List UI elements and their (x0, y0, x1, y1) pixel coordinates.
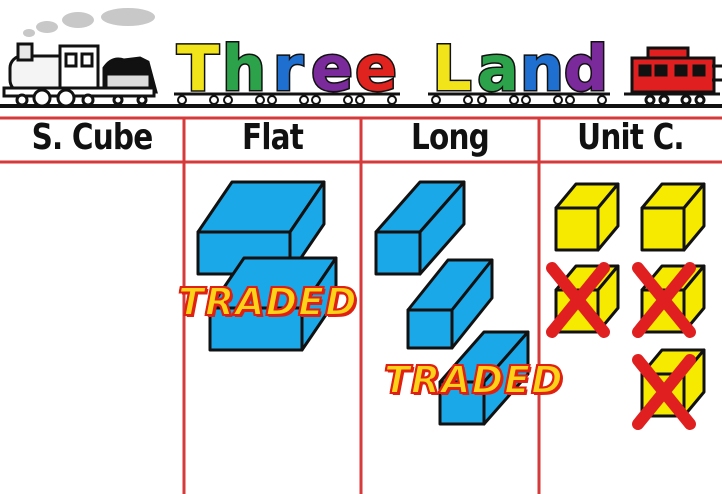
locomotive-icon (4, 44, 156, 106)
title-letter: e (311, 32, 353, 105)
title-letter: L (432, 32, 472, 105)
unit-cube (556, 184, 618, 250)
title-letter-car: e (308, 32, 356, 105)
column-header-s-cube: S. Cube (17, 112, 168, 162)
title-letter-car: e (352, 32, 400, 105)
title-letter-car: T (174, 32, 222, 105)
column-header-flat: Flat (200, 112, 345, 162)
title-letter: e (355, 32, 397, 105)
title-letter: a (477, 32, 519, 105)
title-letter-car: n (518, 32, 566, 105)
title-letter: h (222, 32, 266, 105)
caboose-icon (624, 48, 722, 104)
title-letter-car: a (474, 32, 522, 105)
title-letter: d (564, 32, 608, 105)
traded-stamp-flat: TRADED (178, 280, 358, 324)
title-letter-car: h (220, 32, 268, 105)
title-letter-car: L (428, 32, 476, 105)
unit-cube (642, 184, 704, 250)
title-letter: r (273, 32, 304, 105)
traded-stamp-long: TRADED (384, 358, 564, 402)
title-letter: n (520, 32, 564, 105)
crosses-layer (552, 268, 690, 424)
title-letter-car: r (264, 32, 312, 105)
column-header-unit-c: Unit C. (555, 112, 705, 162)
title-letter: T (177, 32, 219, 105)
column-header-long: Long (377, 112, 523, 162)
smoke-puffs (23, 8, 155, 37)
title-letter-car: d (562, 32, 610, 105)
